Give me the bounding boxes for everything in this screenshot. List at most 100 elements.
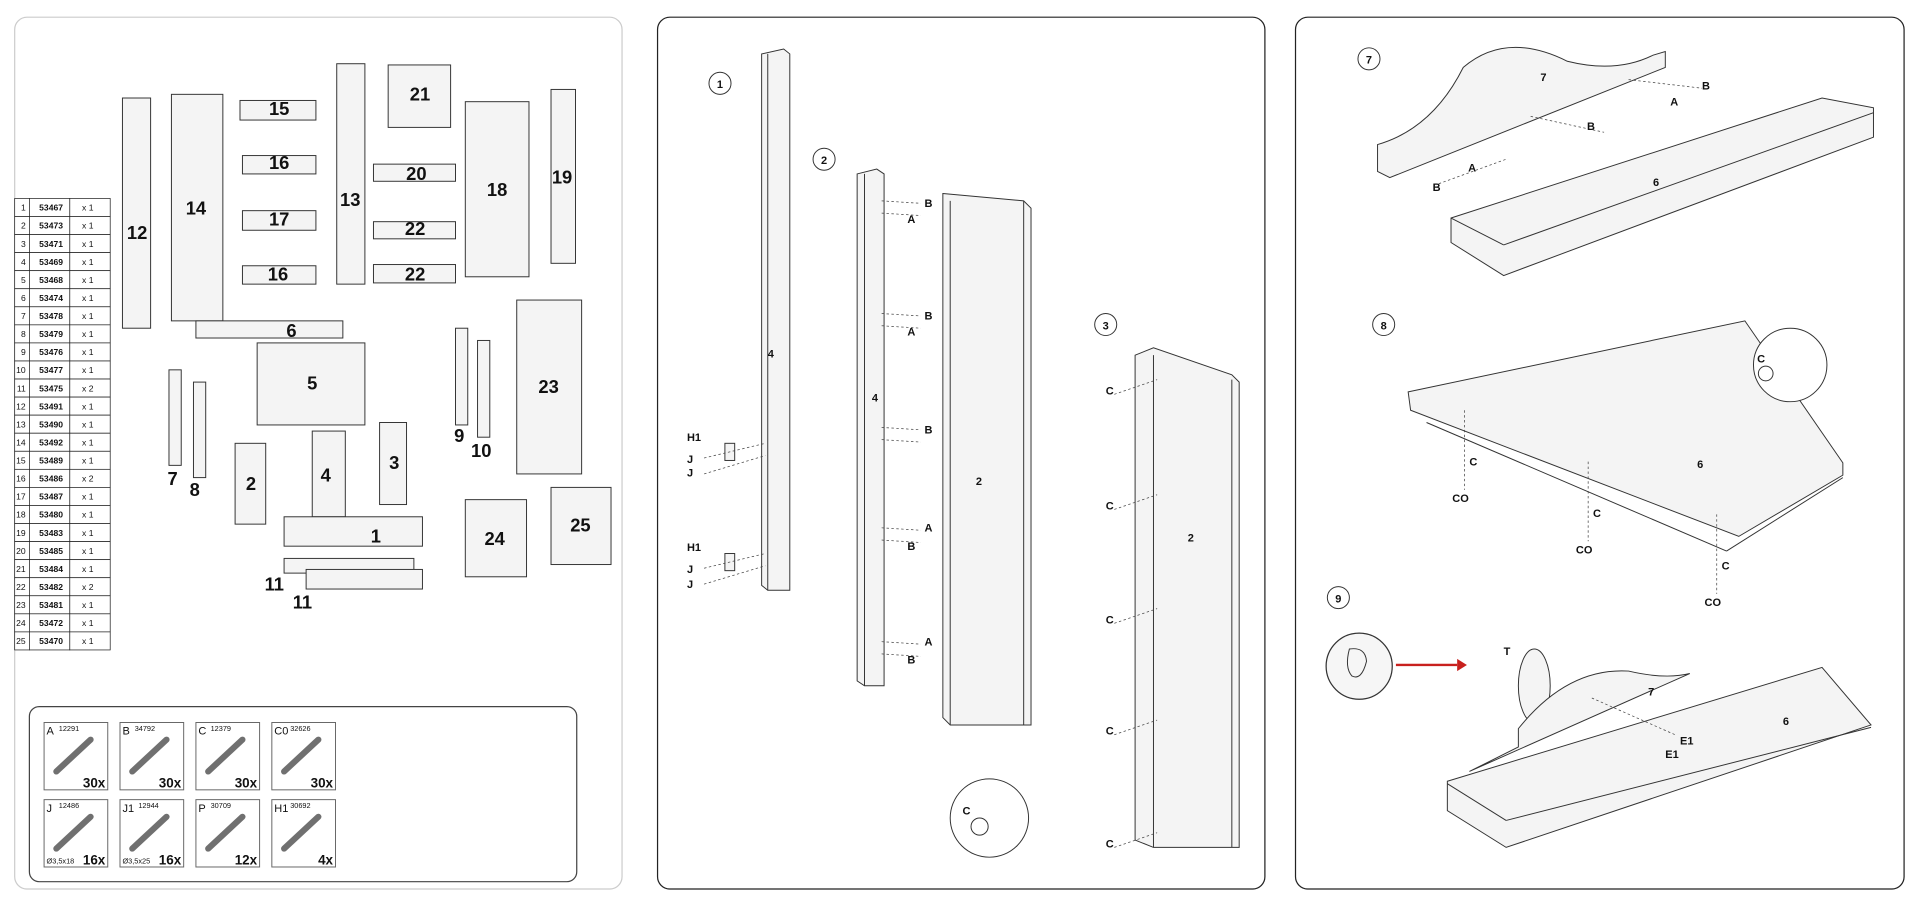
part-label: 11 (265, 573, 284, 594)
part-label: 25 (570, 514, 590, 535)
cover-cap-icon (281, 736, 322, 775)
part-25-board (550, 486, 612, 566)
part-number: 18 (16, 510, 26, 520)
cam-lock-label: C (1106, 838, 1114, 850)
part-23-board (516, 299, 583, 475)
hinge-icon (281, 813, 322, 852)
part-quantity: x 1 (82, 618, 94, 628)
cam-lock-label: C (1106, 614, 1114, 626)
part-code: 53492 (39, 437, 63, 447)
part-label: 1 (371, 526, 381, 547)
hardware-letter: B (122, 726, 129, 738)
dowel-label: A (1670, 96, 1678, 108)
part-14-board (170, 93, 224, 322)
step-number: 8 (1381, 320, 1387, 332)
screw-label: J (687, 564, 693, 576)
part-number: 11 (17, 383, 26, 393)
step-1: 1 4 H1 J J H1 J J (687, 48, 791, 591)
part-11-board (305, 568, 423, 590)
part-label: 20 (406, 163, 426, 184)
part-code: 53485 (39, 546, 63, 556)
part-quantity: x 1 (82, 546, 94, 556)
part-quantity: x 2 (82, 582, 94, 592)
part-label: 7 (1540, 72, 1546, 84)
part-label: 2 (976, 476, 982, 488)
dowel-label: A (1468, 162, 1476, 174)
screw-label: J (687, 454, 693, 466)
part-16-board (241, 265, 317, 285)
part-22-board (372, 264, 456, 284)
screw-label: J (687, 579, 693, 591)
part-quantity: x 1 (82, 456, 94, 466)
part-quantity: x 1 (82, 347, 94, 357)
part-label: 9 (454, 425, 464, 446)
part-code: 53467 (39, 203, 63, 213)
part-label: 22 (405, 218, 425, 239)
hardware-quantity: 30x (159, 775, 182, 790)
part-number: 17 (16, 492, 26, 502)
part-12-board (121, 97, 152, 329)
part-label: 7 (168, 468, 178, 489)
hardware-quantity: 30x (83, 775, 106, 790)
hardware-quantity: 30x (311, 775, 334, 790)
hardware-letter: C0 (274, 726, 288, 738)
cover-cap-label: CO (1704, 597, 1721, 609)
part-number: 3 (21, 239, 26, 249)
part-1-board (283, 516, 423, 547)
cell (69, 631, 111, 651)
fixing-guide (881, 539, 921, 543)
hardware-quantity: 12x (235, 853, 258, 868)
part-label: 14 (186, 197, 207, 218)
step-number: 7 (1366, 55, 1372, 67)
step-number: 3 (1103, 320, 1109, 332)
screw-icon (129, 813, 170, 852)
dowel-label: A (907, 327, 915, 339)
cam-bolt-label: B (1702, 80, 1710, 92)
part-code: 53490 (39, 419, 63, 429)
part-quantity: x 1 (82, 365, 94, 375)
step-number: 2 (821, 155, 827, 167)
cam-bolt-label: B (924, 198, 932, 210)
part-21-board (387, 64, 452, 128)
part-code: 53482 (39, 582, 63, 592)
screw-label: J (687, 467, 693, 479)
part-code: 53491 (39, 401, 63, 411)
cover-label: T (1504, 646, 1511, 658)
part-code: 53475 (39, 383, 63, 393)
part-quantity: x 1 (82, 401, 94, 411)
cam-bolt-label: B (907, 655, 915, 667)
dowel-icon (53, 736, 94, 775)
part-label: 2 (246, 473, 256, 494)
cam-lock-label: C (1722, 560, 1730, 572)
part-number: 12 (16, 401, 26, 411)
cam-bolt-icon (129, 736, 170, 775)
part-number: 21 (16, 564, 26, 574)
part-code: 53476 (39, 347, 63, 357)
fixing-guide (881, 641, 921, 645)
part-code: 53469 (39, 257, 63, 267)
hardware-letter: C (198, 726, 206, 738)
part-label: 22 (405, 263, 425, 284)
part-code: 53472 (39, 618, 63, 628)
part-code: 53478 (39, 311, 63, 321)
part-number: 10 (16, 365, 26, 375)
part-17-board (241, 210, 317, 231)
